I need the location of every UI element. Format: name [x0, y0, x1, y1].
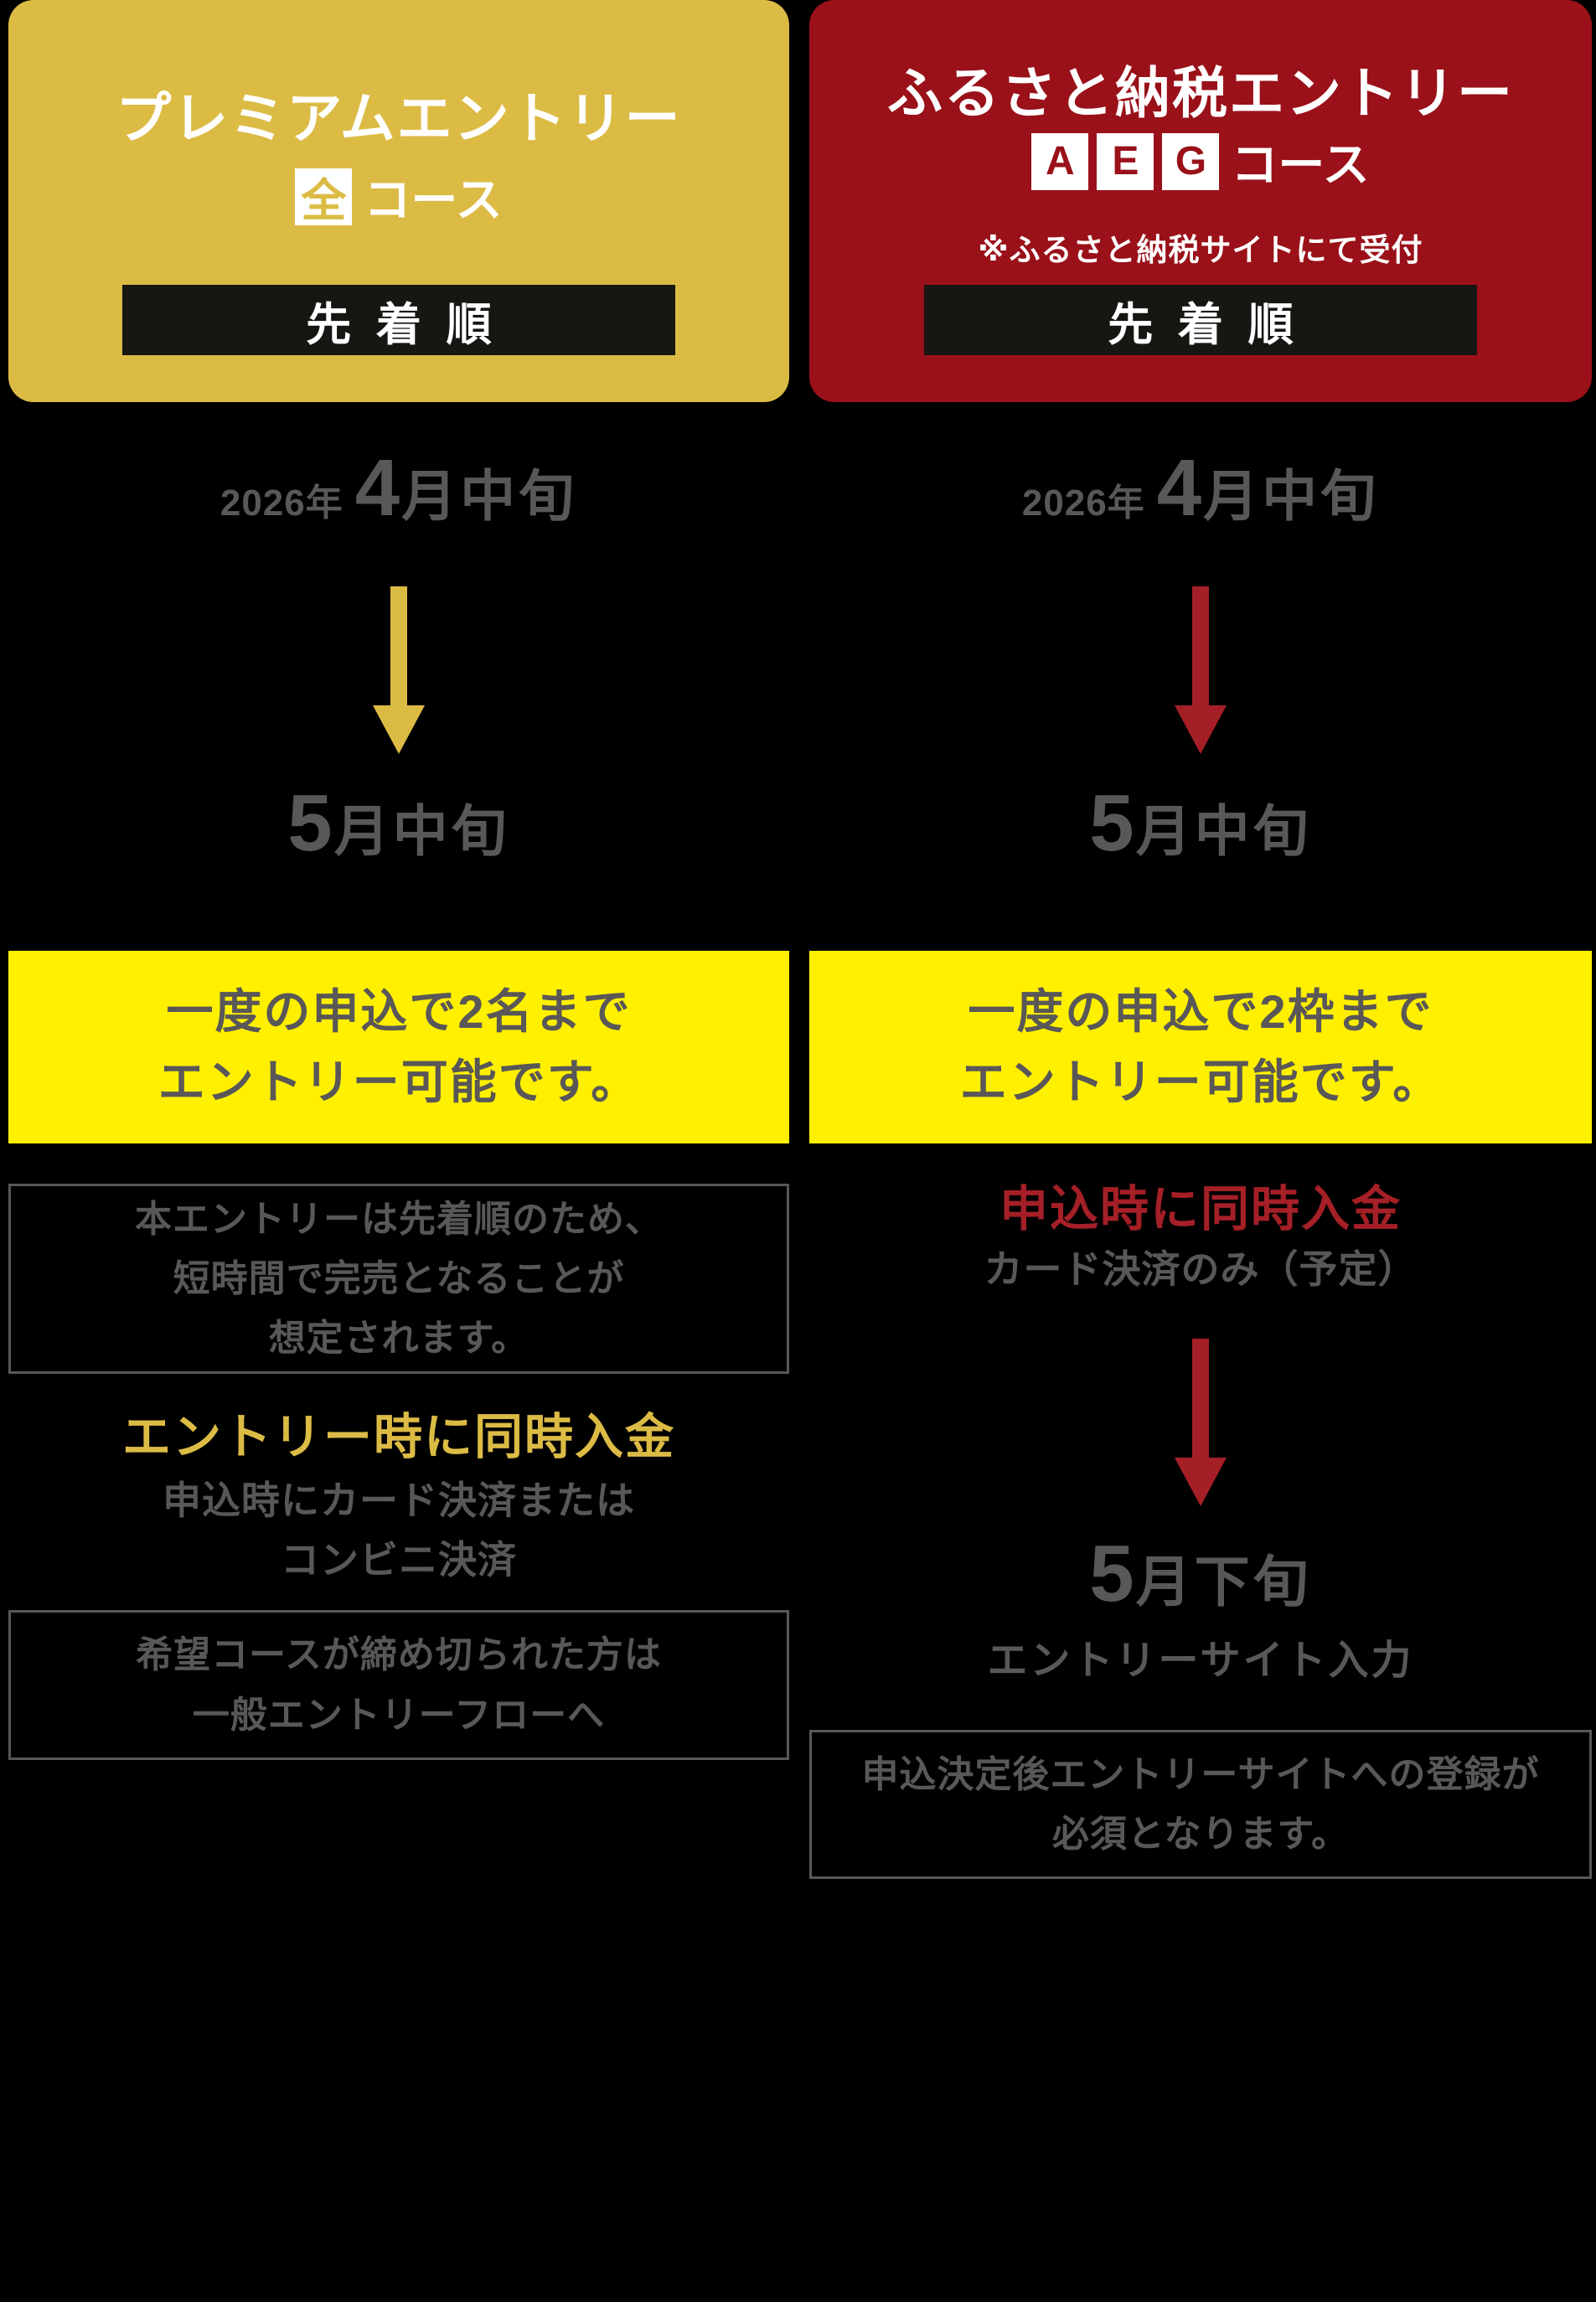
- furusato-entry-title: ふるさと納税エントリー: [887, 62, 1514, 124]
- course-g-badge: G: [1162, 132, 1220, 190]
- premium-payment-heading: エントリー時に同時入金: [121, 1410, 675, 1464]
- arrow-head: [1175, 1458, 1227, 1506]
- premium-capacity-banner: 一度の申込で2名まで エントリー可能です。: [8, 951, 789, 1143]
- start-year-label: 2026年: [220, 483, 343, 524]
- premium-entry-header-card: プレミアムエントリー 全 コース 先着順: [8, 0, 789, 402]
- first-come-bar: 先着順: [122, 285, 675, 355]
- premium-caution-box: 本エントリーは先着順のため、 短時間で完売となることが 想定されます。: [8, 1184, 789, 1374]
- capacity-line-2: エントリー可能です。: [959, 1056, 1442, 1108]
- furusato-late-date: 5 月下旬: [809, 1528, 1592, 1620]
- mid-month-digit: 5: [287, 778, 334, 868]
- caution-line-1: 本エントリーは先着順のため、: [135, 1198, 663, 1240]
- fallback-line-2: 一般エントリーフローへ: [192, 1694, 606, 1736]
- furusato-mid-date: 5 月中旬: [809, 777, 1592, 870]
- first-come-bar: 先着順: [924, 285, 1477, 355]
- entry-site-label: エントリーサイト入力: [987, 1639, 1414, 1683]
- gold-down-arrow-icon: [373, 586, 425, 754]
- red-down-arrow-icon: [1175, 586, 1227, 754]
- furusato-entry-column: ふるさと納税エントリー A E G コース ※ふるさと納税サイトにて受付 先着順…: [809, 0, 1592, 2302]
- mid-month-label: 月中旬: [333, 800, 510, 862]
- arrow-head: [1175, 705, 1227, 754]
- start-month-digit: 4: [1156, 443, 1204, 533]
- course-suffix-label: コース: [364, 173, 503, 226]
- furusato-payment-detail: カード決済のみ（予定）: [809, 1240, 1592, 1299]
- start-month-label: 月中旬: [401, 465, 578, 527]
- capacity-line-2: エントリー可能です。: [158, 1056, 640, 1108]
- mid-month-digit: 5: [1089, 778, 1136, 868]
- caution-line-3: 想定されます。: [268, 1318, 529, 1360]
- premium-entry-column: プレミアムエントリー 全 コース 先着順 2026年 4 月中旬 5 月中旬 一…: [8, 0, 789, 2302]
- furusato-site-note: ※ふるさと納税サイトにて受付: [978, 233, 1423, 267]
- first-come-label: 先着順: [306, 299, 517, 350]
- start-year-label: 2026年: [1021, 483, 1145, 524]
- payment-line-2: コンビニ決済: [281, 1538, 517, 1582]
- premium-payment-detail: 申込時にカード決済または コンビニ決済: [8, 1471, 789, 1591]
- premium-course-row: 全 コース: [8, 163, 789, 230]
- fallback-line-1: 希望コースが締め切られた方は: [136, 1634, 662, 1676]
- premium-fallback-box: 希望コースが締め切られた方は 一般エントリーフローへ: [8, 1610, 789, 1760]
- start-month-digit: 4: [354, 443, 402, 533]
- first-come-label: 先着順: [1108, 299, 1319, 350]
- furusato-entry-header-card: ふるさと納税エントリー A E G コース ※ふるさと納税サイトにて受付 先着順: [809, 0, 1592, 402]
- arrow-head: [373, 705, 425, 754]
- aeg-badges: A E G: [1031, 132, 1220, 190]
- late-month-digit: 5: [1089, 1529, 1136, 1618]
- premium-mid-date: 5 月中旬: [8, 777, 789, 870]
- red-down-arrow-icon: [1175, 1339, 1227, 1506]
- capacity-line-1: 一度の申込で2枠まで: [968, 985, 1433, 1038]
- furusato-registration-box: 申込決定後エントリーサイトへの登録が 必須となります。: [809, 1730, 1592, 1879]
- course-e-badge: E: [1097, 132, 1154, 190]
- payment-line-1: 申込時にカード決済または: [163, 1479, 635, 1522]
- registration-line-1: 申込決定後エントリーサイトへの登録が: [861, 1753, 1540, 1795]
- payment-line-1: カード決済のみ（予定）: [984, 1247, 1418, 1291]
- furusato-capacity-banner: 一度の申込で2枠まで エントリー可能です。: [809, 951, 1592, 1143]
- aeg-course-row: A E G コース: [809, 127, 1592, 195]
- capacity-line-1: 一度の申込で2名まで: [166, 985, 632, 1038]
- late-month-label: 月下旬: [1135, 1551, 1312, 1613]
- course-a-badge: A: [1031, 132, 1089, 190]
- registration-line-2: 必須となります。: [1051, 1814, 1350, 1855]
- premium-start-date: 2026年 4 月中旬: [8, 442, 789, 534]
- arrow-shaft: [1192, 586, 1209, 705]
- arrow-shaft: [390, 586, 407, 705]
- mid-month-label: 月中旬: [1135, 800, 1312, 862]
- start-month-label: 月中旬: [1203, 465, 1380, 527]
- premium-entry-title: プレミアムエントリー: [116, 87, 682, 149]
- arrow-shaft: [1192, 1339, 1209, 1458]
- all-course-badge: 全: [295, 168, 353, 226]
- course-suffix-label: コース: [1231, 138, 1370, 191]
- furusato-start-date: 2026年 4 月中旬: [809, 442, 1592, 534]
- caution-line-2: 短時間で完売となることが: [173, 1257, 625, 1299]
- furusato-payment-heading: 申込時に同時入金: [999, 1182, 1402, 1236]
